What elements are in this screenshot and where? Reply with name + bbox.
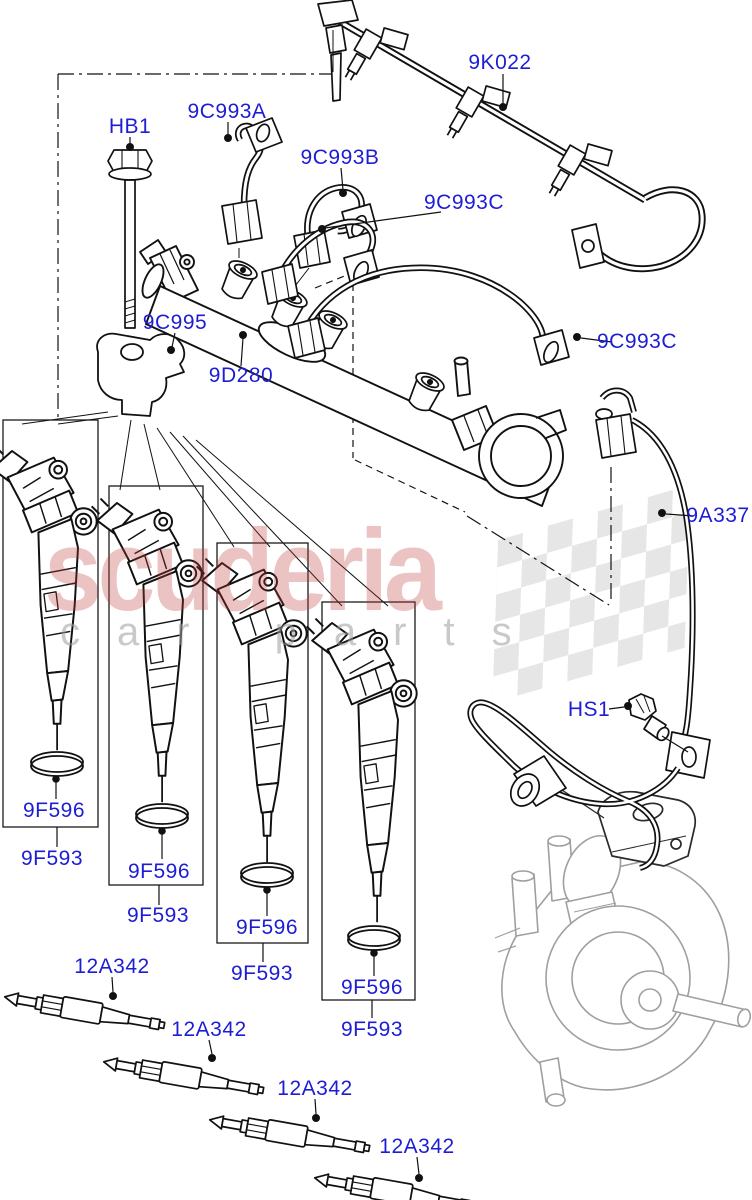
part-label-12a342-1[interactable]: 12A342 bbox=[74, 955, 150, 978]
part-label-12a342-2[interactable]: 12A342 bbox=[171, 1018, 247, 1041]
part-label-hb1[interactable]: HB1 bbox=[108, 115, 152, 138]
part-label-9f596-4[interactable]: 9F596 bbox=[340, 976, 404, 999]
part-label-9c993b[interactable]: 9C993B bbox=[300, 146, 380, 169]
part-label-9k022[interactable]: 9K022 bbox=[468, 51, 532, 74]
injector-detail-boxes bbox=[2, 419, 416, 1001]
pipe-grommet bbox=[509, 755, 567, 807]
part-label-9c993c-1[interactable]: 9C993C bbox=[423, 191, 505, 214]
part-label-9c995[interactable]: 9C995 bbox=[142, 311, 208, 334]
part-label-9c993a[interactable]: 9C993A bbox=[187, 100, 267, 123]
part-label-12a342-4[interactable]: 12A342 bbox=[379, 1135, 455, 1158]
part-label-9f593-1[interactable]: 9F593 bbox=[20, 847, 84, 870]
part-label-hs1[interactable]: HS1 bbox=[567, 698, 611, 721]
bolt-hb1 bbox=[107, 149, 153, 329]
fuel-injection-pump bbox=[494, 785, 752, 1107]
part-label-9a337[interactable]: 9A337 bbox=[686, 504, 750, 527]
leader-lines bbox=[52, 74, 695, 1182]
injection-pipe-9c993c-lower bbox=[287, 264, 570, 366]
injection-pipe-9c993a bbox=[221, 117, 283, 245]
part-label-9f596-1[interactable]: 9F596 bbox=[22, 799, 86, 822]
part-label-9d280[interactable]: 9D280 bbox=[208, 364, 274, 387]
injector-harness bbox=[317, 0, 706, 273]
injector-clamp bbox=[96, 332, 186, 417]
part-label-9f596-2[interactable]: 9F596 bbox=[127, 860, 191, 883]
part-label-12a342-3[interactable]: 12A342 bbox=[277, 1077, 353, 1100]
part-label-9f596-3[interactable]: 9F596 bbox=[235, 916, 299, 939]
pump-to-rail-pipe bbox=[467, 387, 711, 871]
fuel-rail bbox=[139, 239, 567, 507]
part-label-9c993c-2[interactable]: 9C993C bbox=[596, 330, 678, 353]
part-label-9f593-3[interactable]: 9F593 bbox=[230, 962, 294, 985]
part-label-9f593-4[interactable]: 9F593 bbox=[340, 1018, 404, 1041]
reference-lines bbox=[21, 30, 612, 607]
part-label-9f593-2[interactable]: 9F593 bbox=[126, 904, 190, 927]
fuel-injectors bbox=[0, 445, 418, 951]
banjo-bolt-hs1 bbox=[628, 693, 689, 753]
